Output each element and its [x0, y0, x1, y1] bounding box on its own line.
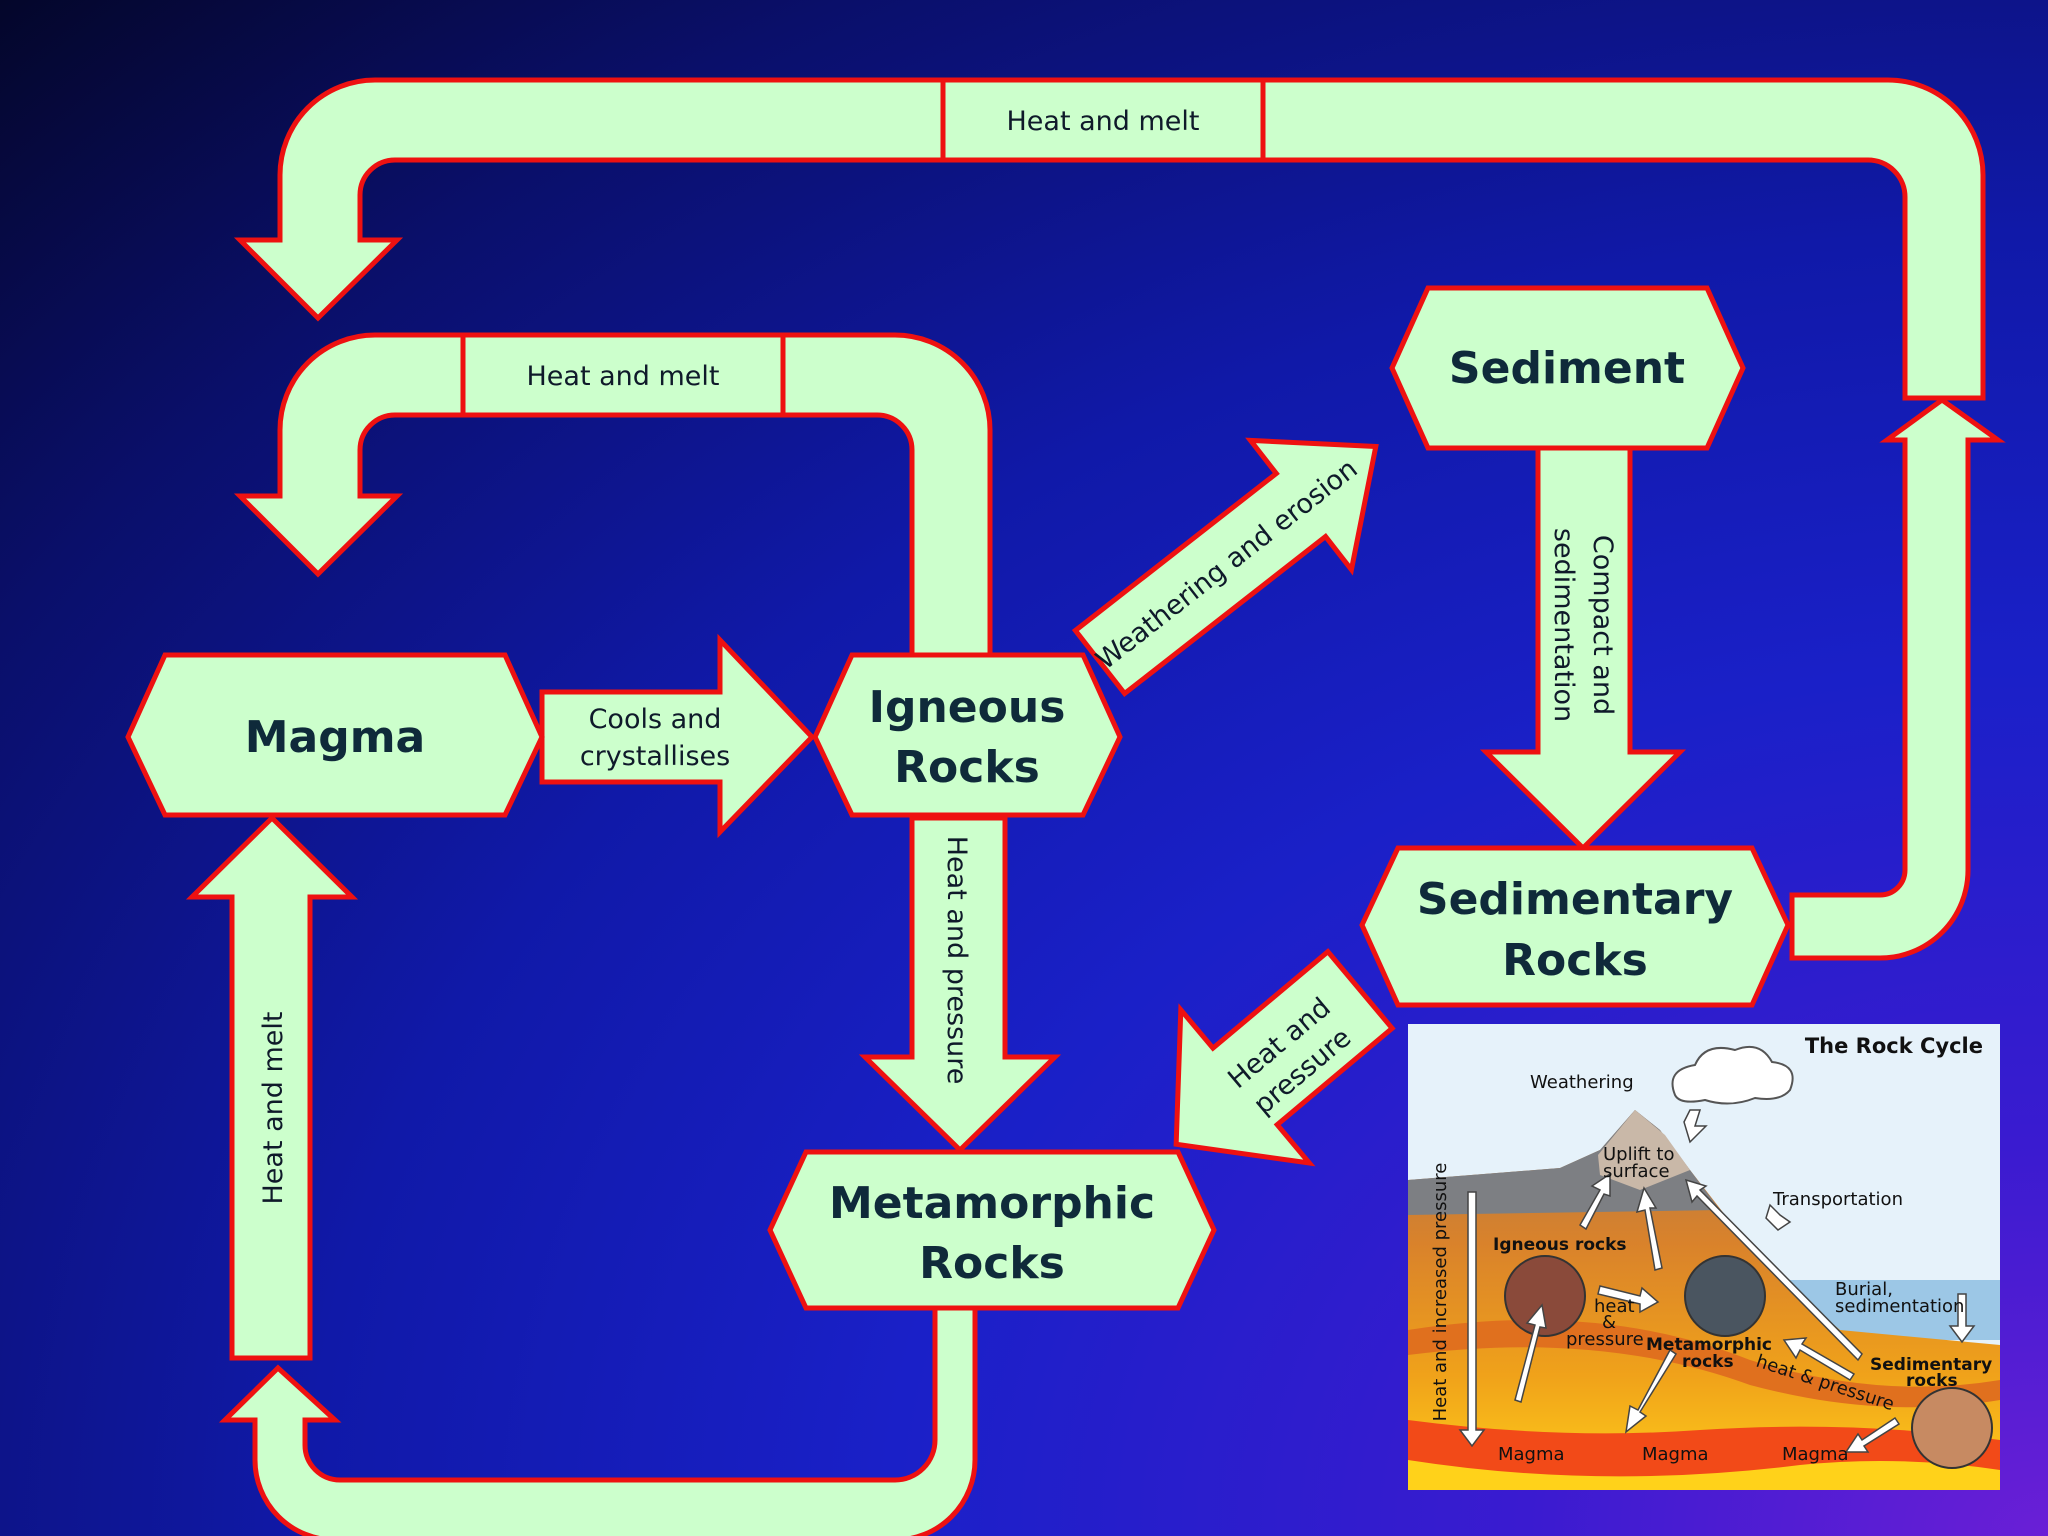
arrow-top-loop [1789, 396, 2006, 961]
label-metamorphic-1: Metamorphic [829, 1178, 1155, 1229]
inset-side-label: Heat and increased pressure [1430, 1163, 1451, 1422]
label-igneous-to-meta: Heat and pressure [941, 836, 972, 1085]
inset-title: The Rock Cycle [1805, 1034, 1983, 1058]
inset-magma-3: Magma [1782, 1444, 1849, 1465]
label-weathering: Weathering and erosion [1091, 453, 1364, 676]
label-cools-1: Cools and [589, 704, 722, 735]
inset-hp1a: heat [1594, 1296, 1635, 1317]
node-sedimentary [1359, 845, 1791, 1008]
label-top-loop: Heat and melt [1006, 106, 1199, 137]
label-meta-to-magma: Heat and melt [258, 1011, 289, 1204]
label-cools-2: crystallises [580, 741, 730, 772]
label-igneous-1: Igneous [869, 682, 1066, 733]
node-igneous [812, 652, 1123, 818]
inset-hp1c: pressure [1566, 1329, 1644, 1350]
arrow-cools [539, 633, 816, 839]
arrow-bottom-loop [218, 1302, 978, 1536]
arrow-meta-to-magma [185, 814, 359, 1361]
node-magma [125, 652, 545, 818]
inset-rock-cycle: The Rock Cycle Weathering Uplift to surf… [1408, 1024, 2000, 1490]
label-sedimentary-1: Sedimentary [1417, 874, 1733, 925]
label-sedimentary-2: Rocks [1502, 935, 1648, 986]
inset-metamorphic-2: rocks [1682, 1352, 1734, 1372]
inset-magma-1: Magma [1498, 1444, 1565, 1465]
arrow-compact [1479, 442, 1687, 852]
inset-burial-1: Burial, [1835, 1279, 1893, 1300]
inset-uplift-1: Uplift to [1603, 1144, 1674, 1165]
node-metamorphic [767, 1149, 1217, 1311]
label-compact-2: sedimentation [1548, 528, 1579, 722]
label-metamorphic-2: Rocks [919, 1238, 1065, 1289]
inset-hp1b: & [1602, 1312, 1616, 1333]
node-sediment [1389, 285, 1746, 451]
arrow-igneous-to-meta [858, 815, 1062, 1154]
label-compact-1: Compact and [1587, 535, 1618, 715]
label-igneous-2: Rocks [894, 742, 1040, 793]
inset-uplift-2: surface [1603, 1161, 1670, 1182]
arrow-inner-loop [233, 332, 993, 663]
label-inner-loop: Heat and melt [526, 361, 719, 392]
label-magma: Magma [245, 712, 426, 763]
arrow-weathering [1071, 437, 1379, 698]
inset-weathering: Weathering [1530, 1072, 1634, 1093]
inset-metamorphic-1: Metamorphic [1646, 1335, 1772, 1355]
arrow-top-loop-upper [233, 77, 1986, 401]
inset-sedimentary-1: Sedimentary [1870, 1355, 1992, 1375]
arrow-sed-to-meta [1173, 948, 1396, 1167]
inset-sedimentary-2: rocks [1906, 1371, 1958, 1391]
inset-igneous: Igneous rocks [1493, 1235, 1627, 1255]
label-sediment: Sediment [1449, 343, 1685, 394]
inset-magma-2: Magma [1642, 1444, 1709, 1465]
inset-transportation: Transportation [1772, 1189, 1903, 1210]
inset-burial-2: sedimentation [1835, 1296, 1964, 1317]
